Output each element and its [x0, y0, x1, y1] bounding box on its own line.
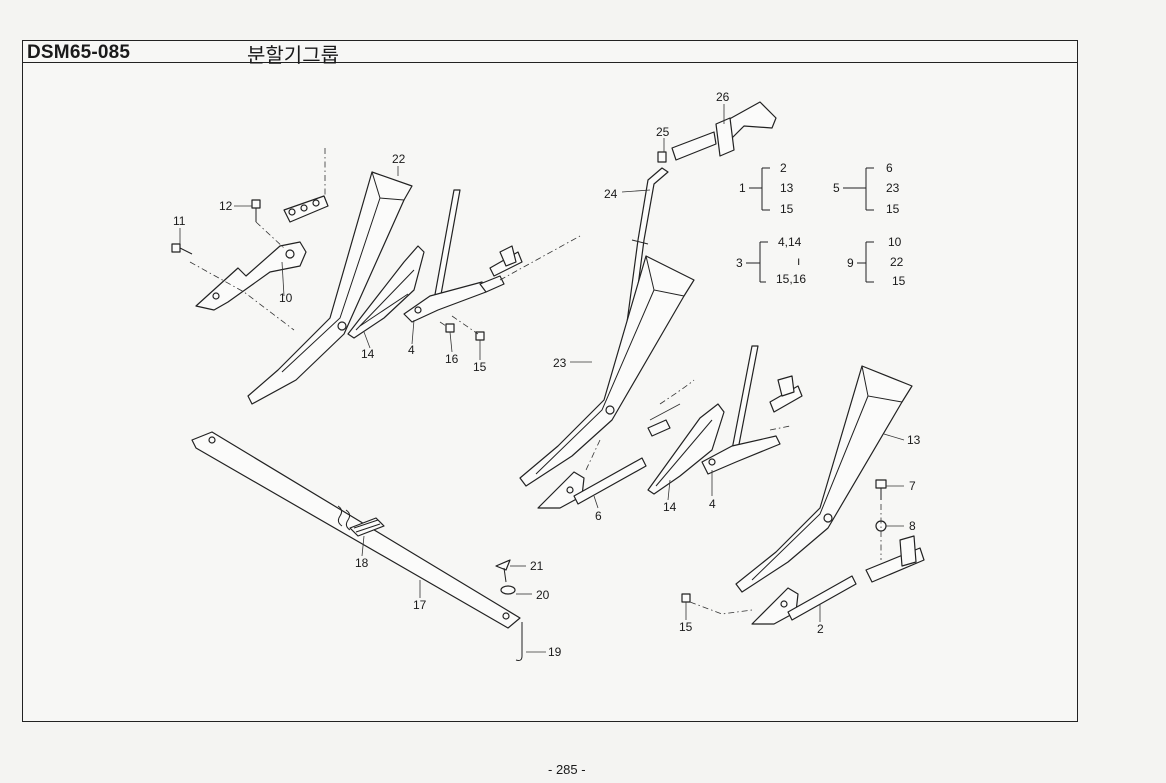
callout-11: 11: [173, 214, 186, 228]
assembly-3-child-2: ı: [797, 254, 800, 268]
callout-18: 18: [355, 556, 369, 570]
callout-25: 25: [656, 125, 670, 139]
label-plate-18: [349, 517, 385, 537]
callout-12: 12: [219, 199, 233, 213]
assembly-parent-1: 1: [739, 181, 746, 195]
right-divider-group: [681, 365, 925, 625]
callout-24: 24: [604, 187, 618, 201]
divider-tine-13: [735, 365, 913, 593]
bolt-15-left: [451, 315, 485, 341]
bracket-rod-2: [751, 575, 857, 625]
assembly-legend-1: 1 2 13 15: [739, 161, 794, 216]
bolt-15-right: [681, 593, 753, 615]
bolt-25: [657, 151, 667, 163]
header-rule: [23, 62, 1077, 63]
assembly-5-child-1: 6: [886, 161, 893, 175]
nut-8: [875, 504, 887, 560]
connector-pipe: [647, 379, 695, 437]
callout-10: 10: [279, 291, 293, 305]
callout-13: 13: [907, 433, 921, 447]
bracket-rod-6: [537, 439, 647, 509]
assembly-9-child-3: 15: [892, 274, 906, 288]
assembly-9-child-1: 10: [888, 235, 902, 249]
callout-20: 20: [536, 588, 550, 602]
assembly-1-child-3: 15: [780, 202, 794, 216]
callout-4-center: 4: [709, 497, 716, 511]
washer-20: [500, 585, 516, 595]
center-divider-group: [519, 101, 803, 509]
assembly-3-child-1: 4,14: [778, 235, 802, 249]
inner-blade-14-center: [647, 403, 725, 495]
diagram-frame: DSM65-085 분할기그룹: [22, 40, 1078, 722]
mounting-bracket-26: [715, 101, 777, 157]
callout-26: 26: [716, 90, 730, 104]
assembly-1-child-2: 13: [780, 181, 794, 195]
page-number: - 285 -: [548, 762, 586, 777]
divider-tine-22: [247, 171, 413, 405]
divider-tine-23: [519, 255, 695, 487]
callout-7: 7: [909, 479, 916, 493]
callout-22: 22: [392, 152, 406, 166]
wing-bolt-21: [495, 559, 511, 583]
callout-14-center: 14: [663, 500, 677, 514]
callout-23: 23: [553, 356, 567, 370]
lever-rod-4-center: [701, 345, 803, 475]
assembly-legend-9: 9 10 22 15: [847, 235, 906, 288]
model-code: DSM65-085: [27, 42, 131, 63]
assembly-5-child-3: 15: [886, 202, 900, 216]
assembly-parent-9: 9: [847, 256, 854, 270]
left-divider-group: [171, 148, 581, 405]
bolt-11: [171, 243, 193, 255]
callout-15-right: 15: [679, 620, 693, 634]
assembly-legend-3: 3 4,14 ı 15,16: [736, 235, 806, 286]
callout-8: 8: [909, 519, 916, 533]
callout-4-left: 4: [408, 343, 415, 357]
inner-blade-14: [347, 245, 425, 339]
assembly-3-child-3: 15,16: [776, 272, 806, 286]
assembly-9-child-2: 22: [890, 255, 904, 269]
bolt-7: [875, 479, 887, 500]
assembly-parent-3: 3: [736, 256, 743, 270]
callout-6: 6: [595, 509, 602, 523]
callout-19: 19: [548, 645, 562, 659]
callout-15-left: 15: [473, 360, 487, 374]
bar-assembly: [191, 431, 523, 661]
callout-17: 17: [413, 598, 427, 612]
callout-leaders: [179, 104, 905, 653]
callout-16: 16: [445, 352, 459, 366]
bolt-16: [439, 321, 455, 333]
bolt-12: [251, 199, 285, 249]
assembly-5-child-2: 23: [886, 181, 900, 195]
assembly-1-child-1: 2: [780, 161, 787, 175]
assembly-parent-5: 5: [833, 181, 840, 195]
callout-21: 21: [530, 559, 544, 573]
bracket-plate-10: [189, 241, 307, 331]
callout-labels: 22 12 11 10 14 4 16 15 26 25 24 23 13 6 …: [173, 90, 921, 659]
assembly-legend-5: 5 6 23 15: [833, 161, 900, 216]
group-title: 분할기그룹: [247, 45, 339, 67]
callout-2: 2: [817, 622, 824, 636]
lever-rod-4: [403, 189, 581, 323]
hook-19: [515, 622, 523, 661]
callout-14-left: 14: [361, 347, 375, 361]
mounting-nuts: [283, 195, 329, 223]
lower-bracket: [865, 535, 925, 583]
